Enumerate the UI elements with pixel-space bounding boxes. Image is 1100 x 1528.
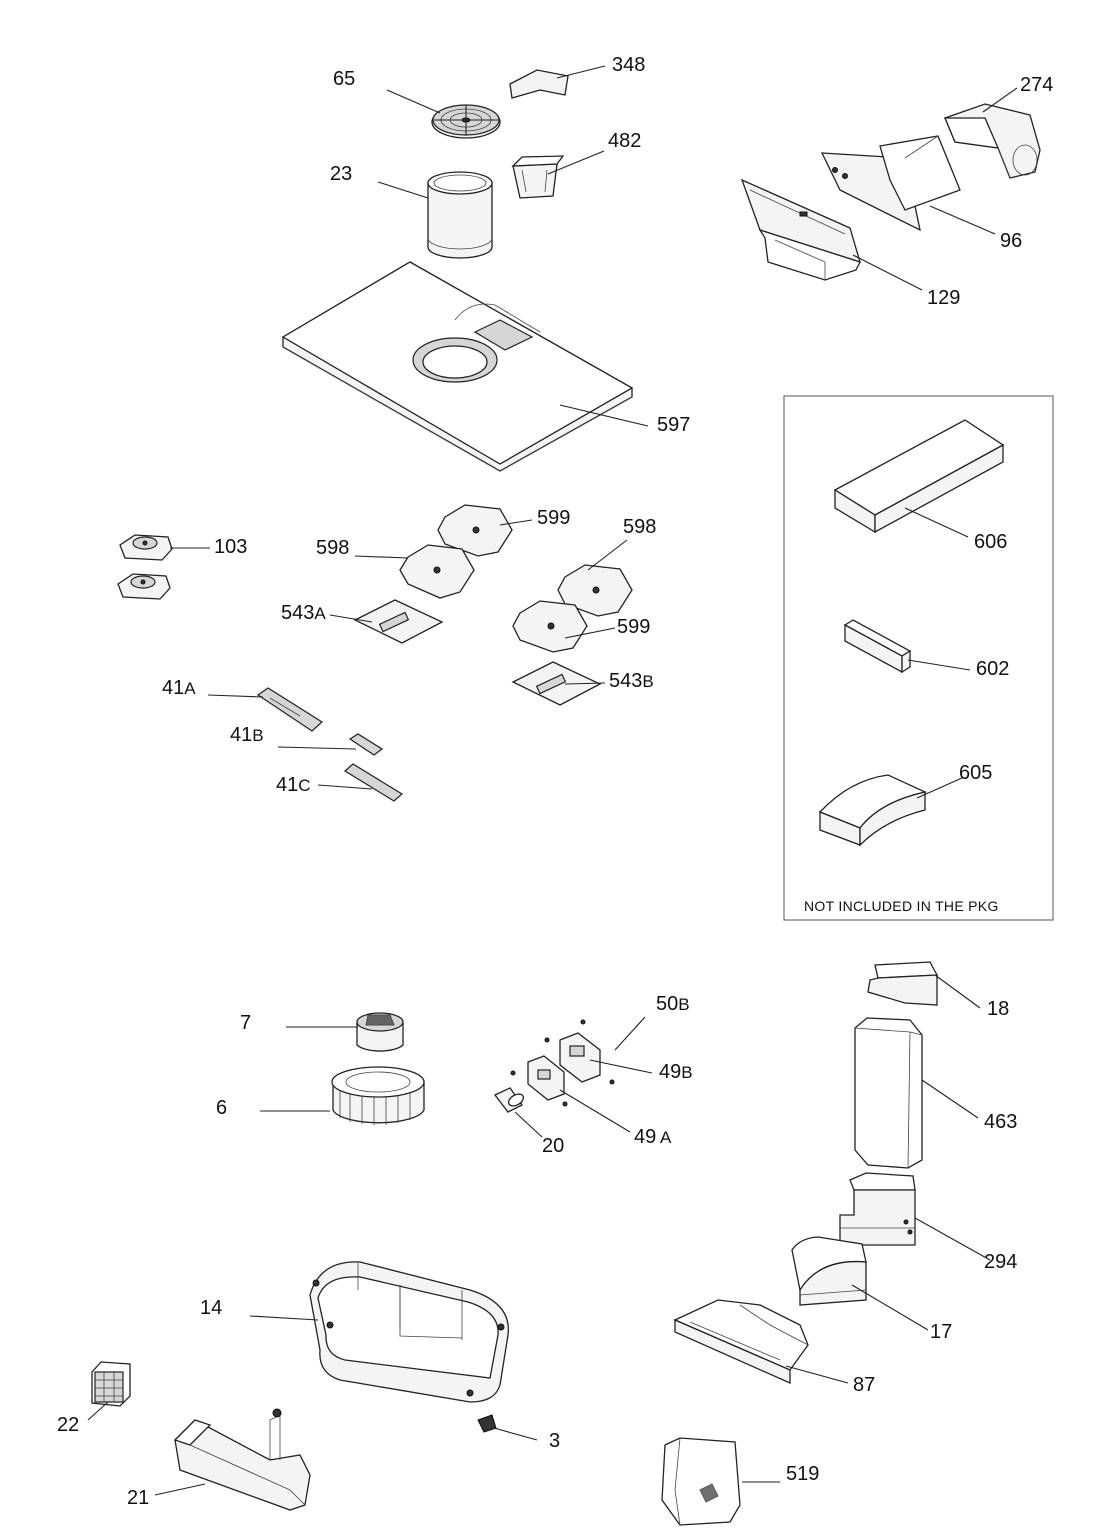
callout-599-lower: 599 [617, 616, 651, 638]
callout-519: 519 [786, 1463, 820, 1485]
callout-17: 17 [930, 1321, 953, 1343]
callout-274: 274 [1020, 74, 1054, 96]
callout-606: 606 [974, 531, 1008, 553]
callout-543a: 543A [281, 602, 326, 624]
part-6-fan-wheel[interactable] [331, 1066, 425, 1125]
part-87-base-duct[interactable] [673, 1299, 809, 1384]
screws [510, 1019, 615, 1107]
part-41a-strip[interactable] [256, 687, 323, 732]
part-7-motor[interactable] [356, 1012, 404, 1052]
part-599-coil-lower-right[interactable] [512, 600, 588, 653]
callout-129: 129 [927, 287, 961, 309]
part-543a-board[interactable] [353, 599, 444, 644]
callout-605: 605 [959, 762, 993, 784]
callout-294: 294 [984, 1251, 1018, 1273]
part-41b-strip[interactable] [348, 733, 384, 756]
part-22-filter[interactable] [91, 1361, 131, 1407]
part-597-cooktop[interactable] [281, 261, 634, 472]
part-348-filter-pad[interactable] [509, 69, 569, 99]
part-606-flat-duct[interactable] [833, 419, 1005, 534]
part-3-fitting[interactable] [477, 1414, 497, 1433]
part-274-elbow[interactable] [944, 103, 1041, 179]
part-17-bend[interactable] [791, 1236, 867, 1306]
callout-49b: 49B [659, 1061, 693, 1083]
part-49b-board[interactable] [559, 1032, 601, 1083]
part-20-capacitor[interactable] [493, 1087, 525, 1113]
callout-22: 22 [57, 1414, 80, 1436]
callout-41b: 41B [230, 724, 264, 746]
part-482-cup[interactable] [511, 155, 565, 199]
callout-65: 65 [333, 68, 356, 90]
not-included-box [783, 395, 1054, 921]
part-21-bracket[interactable] [173, 1408, 311, 1511]
callout-597: 597 [657, 414, 691, 436]
callout-21: 21 [127, 1487, 150, 1509]
callout-3: 3 [549, 1430, 561, 1452]
callout-463: 463 [984, 1111, 1018, 1133]
callout-87: 87 [853, 1374, 876, 1396]
callout-103: 103 [214, 536, 248, 558]
part-129-duct-outlet[interactable] [740, 178, 861, 281]
part-103-knob-bottom[interactable] [117, 573, 171, 600]
part-103-knob-top[interactable] [119, 534, 173, 561]
part-519-bag[interactable] [661, 1437, 741, 1526]
callout-50b: 50B [656, 993, 690, 1015]
part-598-coil-left[interactable] [399, 544, 475, 599]
callout-348: 348 [612, 54, 646, 76]
callout-18: 18 [987, 998, 1010, 1020]
callout-41a: 41A [162, 677, 196, 699]
callout-598-left: 598 [316, 537, 350, 559]
not-included-note: NOT INCLUDED IN THE PKG [804, 898, 999, 914]
part-598-coil-right[interactable] [557, 564, 633, 617]
callout-543b: 543B [609, 670, 654, 692]
part-543b-board[interactable] [511, 661, 602, 706]
part-599-coil-upper-left[interactable] [437, 504, 513, 557]
callout-20: 20 [542, 1135, 565, 1157]
callout-96: 96 [1000, 230, 1023, 252]
callout-7: 7 [240, 1012, 252, 1034]
callout-602: 602 [976, 658, 1010, 680]
callout-14: 14 [200, 1297, 223, 1319]
part-49a-board[interactable] [527, 1055, 565, 1101]
part-23-cylinder[interactable] [427, 171, 493, 259]
part-294-transition[interactable] [839, 1172, 916, 1246]
part-605-bend[interactable] [818, 774, 928, 847]
part-602-duct-connector[interactable] [843, 619, 912, 674]
callout-482: 482 [608, 130, 642, 152]
callout-23: 23 [330, 163, 353, 185]
part-14-housing[interactable] [309, 1261, 509, 1403]
callout-6: 6 [216, 1097, 228, 1119]
part-96-duct-adapter[interactable] [820, 135, 961, 232]
callout-49a: 49 A [634, 1126, 672, 1148]
part-18-duct-cap[interactable] [867, 961, 939, 1006]
callout-41c: 41C [276, 774, 311, 796]
part-463-tall-duct[interactable] [854, 1017, 923, 1169]
callout-598-right: 598 [623, 516, 657, 538]
part-65-grille[interactable] [431, 104, 501, 139]
callout-599-upper: 599 [537, 507, 571, 529]
part-41c-strip[interactable] [343, 763, 404, 802]
